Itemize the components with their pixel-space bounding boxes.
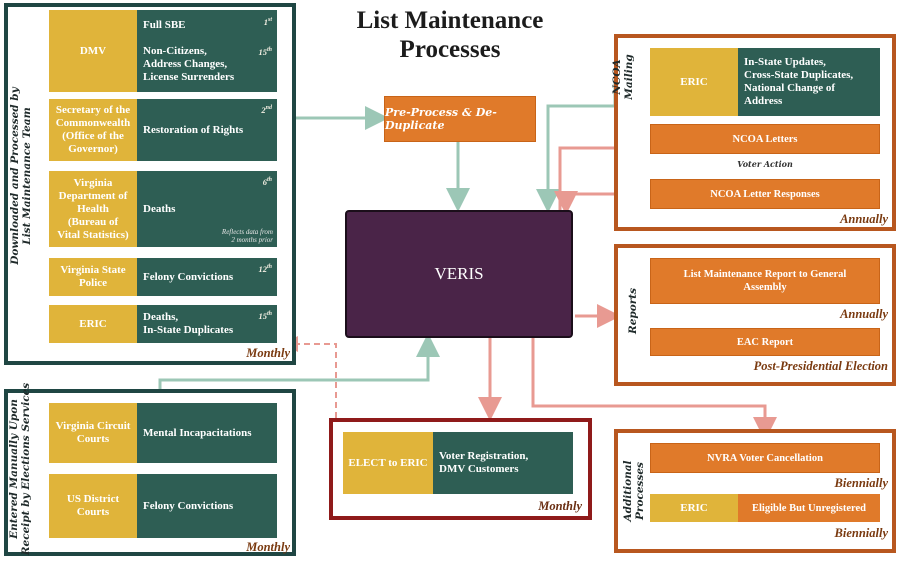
row-vdh: Virginia Department of Health (Bureau of… bbox=[49, 171, 277, 247]
item-mental: Mental Incapacitations bbox=[137, 403, 277, 463]
reports-side-label: Reports bbox=[627, 287, 639, 335]
ordinal-1st: 1st bbox=[263, 16, 272, 27]
reports-frequency-post-presidential: Post-Presidential Election bbox=[753, 359, 888, 373]
preprocess-box: Pre-Process & De-Duplicate bbox=[384, 96, 536, 142]
elect-frequency: Monthly bbox=[538, 499, 582, 513]
row-secretary: Secretary of the Commonwealth (Office of… bbox=[49, 99, 277, 161]
additional-frequency-1: Biennially bbox=[834, 476, 888, 490]
row-elect: ELECT to ERIC Voter Registration, DMV Cu… bbox=[343, 432, 573, 494]
ordinal-2nd: 2nd bbox=[261, 104, 272, 115]
item-eligible-unregistered: Eligible But Unregistered bbox=[738, 494, 880, 522]
item-dmv: Full SBE Non-Citizens,Address Changes,Li… bbox=[137, 10, 277, 92]
source-eric-left: ERIC bbox=[49, 305, 137, 343]
arrow-veris-to-nvra bbox=[531, 338, 777, 441]
additional-side-label: Additional Processes bbox=[622, 460, 646, 522]
item-deaths: Deaths 6th Reflects data from 2 months p… bbox=[137, 171, 277, 247]
ncoa-frequency: Annually bbox=[840, 212, 888, 226]
nvra-box: NVRA Voter Cancellation bbox=[650, 443, 880, 473]
item-voter-registration: Voter Registration, DMV Customers bbox=[433, 432, 573, 494]
ncoa-letters-box: NCOA Letters bbox=[650, 124, 880, 154]
item-felony-2: Felony Convictions bbox=[137, 474, 277, 538]
reports-frequency-annually: Annually bbox=[840, 307, 888, 321]
ordinal-12th: 12th bbox=[258, 263, 272, 274]
source-additional-eric: ERIC bbox=[650, 494, 738, 522]
source-ncoa-eric: ERIC bbox=[650, 48, 738, 116]
source-vdh: Virginia Department of Health (Bureau of… bbox=[49, 171, 137, 247]
ordinal-15th: 15th bbox=[258, 46, 272, 57]
row-eric-left: ERIC Deaths, In-State Duplicates 15th bbox=[49, 305, 277, 343]
ordinal-6th: 6th bbox=[262, 176, 272, 187]
row-district-courts: US District Courts Felony Convictions bbox=[49, 474, 277, 538]
item-felony-1: Felony Convictions 12th bbox=[137, 258, 277, 296]
page-title: List Maintenance Processes bbox=[356, 7, 544, 63]
ordinal-15th-eric: 15th bbox=[258, 310, 272, 321]
eac-report-box: EAC Report bbox=[650, 328, 880, 356]
arrow-dashed-elect-to-eric bbox=[282, 336, 337, 418]
source-secretary: Secretary of the Commonwealth (Office of… bbox=[49, 99, 137, 161]
arrow-leftbottom-to-veris bbox=[158, 333, 440, 392]
left-bottom-side-label: Entered Manually Upon Receipt by Electio… bbox=[8, 382, 32, 556]
ncoa-side-label: NCOA Mailing bbox=[611, 54, 635, 100]
source-circuit-courts: Virginia Circuit Courts bbox=[49, 403, 137, 463]
veris-box: VERIS bbox=[345, 210, 573, 338]
item-deaths-duplicates: Deaths, In-State Duplicates 15th bbox=[137, 305, 277, 343]
left-top-frequency: Monthly bbox=[246, 346, 290, 360]
source-dmv: DMV bbox=[49, 10, 137, 92]
source-elect: ELECT to ERIC bbox=[343, 432, 433, 494]
row-ncoa-eric: ERIC In-State Updates, Cross-State Dupli… bbox=[650, 48, 880, 116]
ncoa-responses-box: NCOA Letter Responses bbox=[650, 179, 880, 209]
item-ncoa-eric: In-State Updates, Cross-State Duplicates… bbox=[738, 48, 880, 116]
additional-frequency-2: Biennially bbox=[834, 526, 888, 540]
voter-action-label: Voter Action bbox=[737, 159, 793, 169]
source-state-police: Virginia State Police bbox=[49, 258, 137, 296]
report-general-assembly-box: List Maintenance Report to General Assem… bbox=[650, 258, 880, 304]
left-bottom-frequency: Monthly bbox=[246, 540, 290, 554]
row-circuit-courts: Virginia Circuit Courts Mental Incapacit… bbox=[49, 403, 277, 463]
deaths-note: Reflects data from 2 months prior bbox=[221, 228, 273, 244]
item-restoration: Restoration of Rights 2nd bbox=[137, 99, 277, 161]
source-district-courts: US District Courts bbox=[49, 474, 137, 538]
row-state-police: Virginia State Police Felony Convictions… bbox=[49, 258, 277, 296]
row-dmv: DMV Full SBE Non-Citizens,Address Change… bbox=[49, 10, 277, 92]
row-eligible-unregistered: ERIC Eligible But Unregistered bbox=[650, 494, 880, 522]
left-top-side-label: Downloaded and Processed by List Mainten… bbox=[9, 87, 33, 265]
